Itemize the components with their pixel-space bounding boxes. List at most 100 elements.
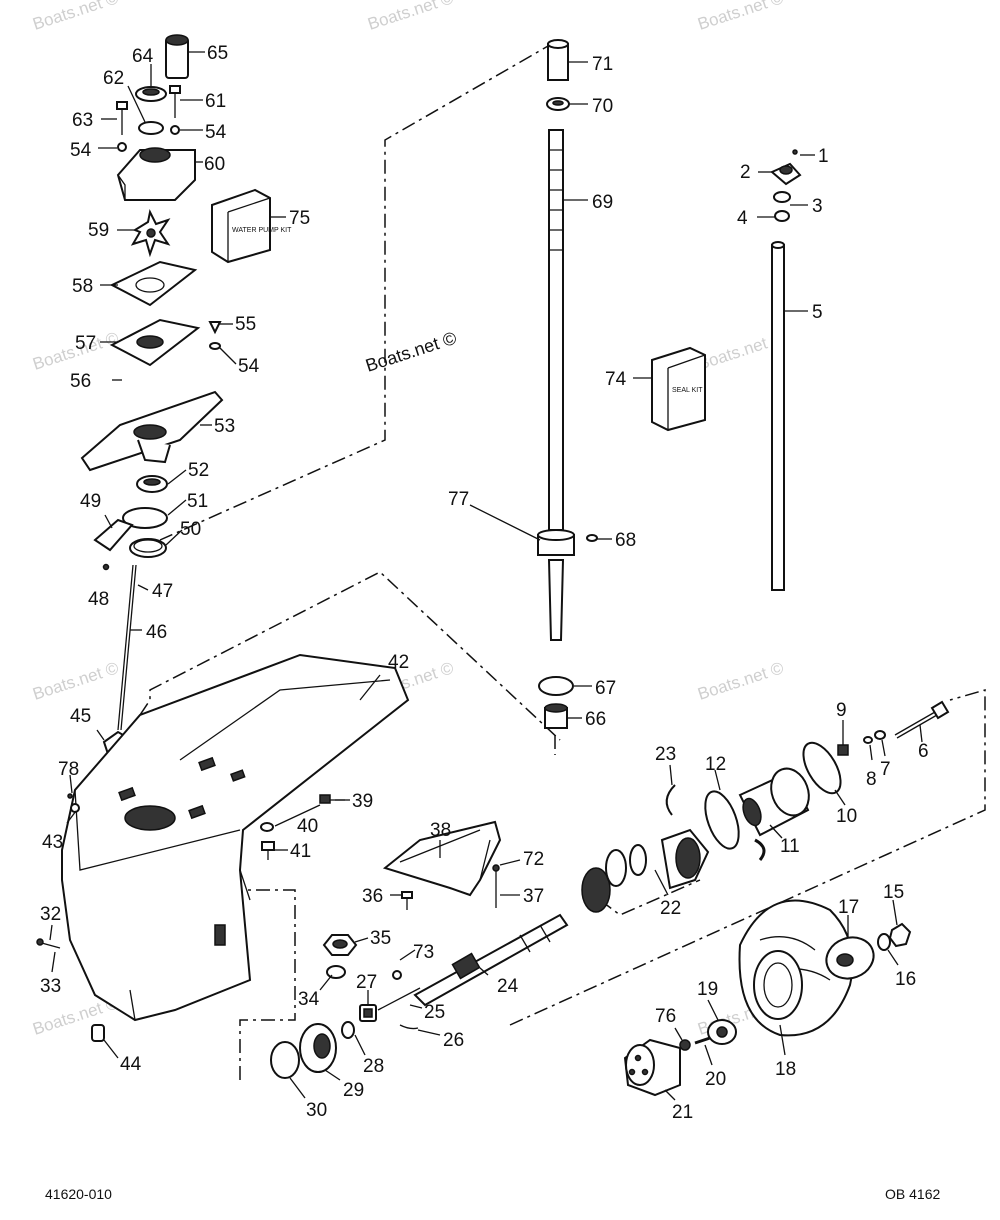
callout-48: 48 <box>88 589 109 610</box>
callout-49: 49 <box>80 491 101 512</box>
callout-72: 72 <box>523 849 544 870</box>
callout-27: 27 <box>356 972 377 993</box>
callout-61: 61 <box>205 91 226 112</box>
callout-35: 35 <box>370 928 391 949</box>
callout-69: 69 <box>592 192 613 213</box>
callout-38: 38 <box>430 820 451 841</box>
callout-16: 16 <box>895 969 916 990</box>
callout-60: 60 <box>204 154 225 175</box>
callout-3: 3 <box>812 196 823 217</box>
callout-4: 4 <box>737 208 748 229</box>
watermark-3: Boats.net © <box>695 0 786 34</box>
part-70-seal <box>546 97 570 111</box>
callout-65: 65 <box>207 43 228 64</box>
callout-76: 76 <box>655 1006 676 1027</box>
callout-6: 6 <box>918 741 929 762</box>
part-32-screw <box>36 938 61 949</box>
callout-7: 7 <box>880 759 891 780</box>
part-24-prop-shaft <box>413 913 569 1007</box>
part-77-bearing <box>537 529 575 556</box>
callout-2: 2 <box>740 162 751 183</box>
callout-41: 41 <box>290 841 311 862</box>
part-35-nut <box>322 934 358 956</box>
callout-75: 75 <box>289 208 310 229</box>
callout-53: 53 <box>214 416 235 437</box>
part-51-o-ring <box>122 507 168 529</box>
callout-18: 18 <box>775 1059 796 1080</box>
callout-50: 50 <box>180 519 201 540</box>
part-1-screw <box>792 149 798 155</box>
callout-73: 73 <box>413 942 434 963</box>
callout-47: 47 <box>152 581 173 602</box>
part-2-shift-coupler <box>770 162 802 186</box>
callout-28: 28 <box>363 1056 384 1077</box>
leader-lines <box>49 51 923 1101</box>
part-4-o-ring <box>774 210 790 222</box>
prop-assembly-line <box>509 689 986 1026</box>
callout-33: 33 <box>40 976 61 997</box>
callout-labels: 1 2 3 4 5 6 7 8 9 10 11 12 15 16 17 18 1… <box>40 43 929 1123</box>
callout-44: 44 <box>120 1054 142 1075</box>
part-39-bolt <box>319 794 345 804</box>
part-41-bolt <box>261 841 275 860</box>
part-9-screw <box>837 744 849 756</box>
gearcase-housing <box>61 653 410 1022</box>
callout-55: 55 <box>235 314 256 335</box>
part-62-washer <box>138 121 164 135</box>
callout-32: 32 <box>40 904 61 925</box>
callout-39: 39 <box>352 791 373 812</box>
part-29-gear <box>299 1023 337 1073</box>
callout-54-b: 54 <box>70 140 92 161</box>
part-15-nut <box>888 922 912 948</box>
callout-21: 21 <box>672 1102 693 1123</box>
part-5-shift-rod <box>771 241 785 591</box>
callout-42: 42 <box>388 652 409 673</box>
part-11-retainer <box>754 838 766 861</box>
part-26-clip <box>399 1024 419 1030</box>
callout-56: 56 <box>70 371 91 392</box>
part-73-ball <box>392 970 402 980</box>
part-28-bearing <box>341 1021 355 1039</box>
part-25-pin <box>377 987 421 1011</box>
part-55-screw <box>208 321 222 335</box>
callout-15: 15 <box>883 882 904 903</box>
figure-code: OB 4162 <box>885 1186 941 1202</box>
part-54-washer-b <box>117 142 127 152</box>
callout-19: 19 <box>697 979 718 1000</box>
callout-78: 78 <box>58 759 79 780</box>
callout-11: 11 <box>780 836 800 857</box>
part-34-washer <box>326 965 346 979</box>
callout-77: 77 <box>448 489 469 510</box>
part-30-bushing <box>270 1041 300 1079</box>
callout-26: 26 <box>443 1030 464 1051</box>
callout-58: 58 <box>72 276 93 297</box>
diagram-number: 41620-010 <box>45 1186 112 1202</box>
gear-assembly-line <box>239 889 296 1080</box>
part-43-washer <box>70 803 80 813</box>
callout-68: 68 <box>615 530 636 551</box>
callout-10: 10 <box>836 806 857 827</box>
callout-12: 12 <box>705 754 726 775</box>
part-6-bolt <box>894 700 950 739</box>
part-19-hub <box>716 1026 728 1038</box>
part-69-driveshaft <box>547 129 565 641</box>
callout-67: 67 <box>595 678 616 699</box>
part-54-washer-a <box>170 125 180 135</box>
part-44-plug <box>91 1024 105 1042</box>
part-48-clip <box>102 563 110 571</box>
callout-40: 40 <box>297 816 318 837</box>
part-67-o-ring <box>538 676 574 696</box>
watermark-1: Boats.net © <box>30 0 121 34</box>
part-8-washer <box>863 736 873 744</box>
part-7-washer <box>874 730 886 740</box>
callout-20: 20 <box>705 1069 726 1090</box>
part-65-tube <box>165 34 189 79</box>
callout-74: 74 <box>605 369 627 390</box>
center-watermark: Boats.net © <box>363 328 459 376</box>
part-16-washer <box>877 933 891 951</box>
callout-51: 51 <box>187 491 208 512</box>
part-11-bearing-carrier <box>738 767 810 837</box>
part-52-seal <box>136 475 168 493</box>
callout-63: 63 <box>72 110 93 131</box>
